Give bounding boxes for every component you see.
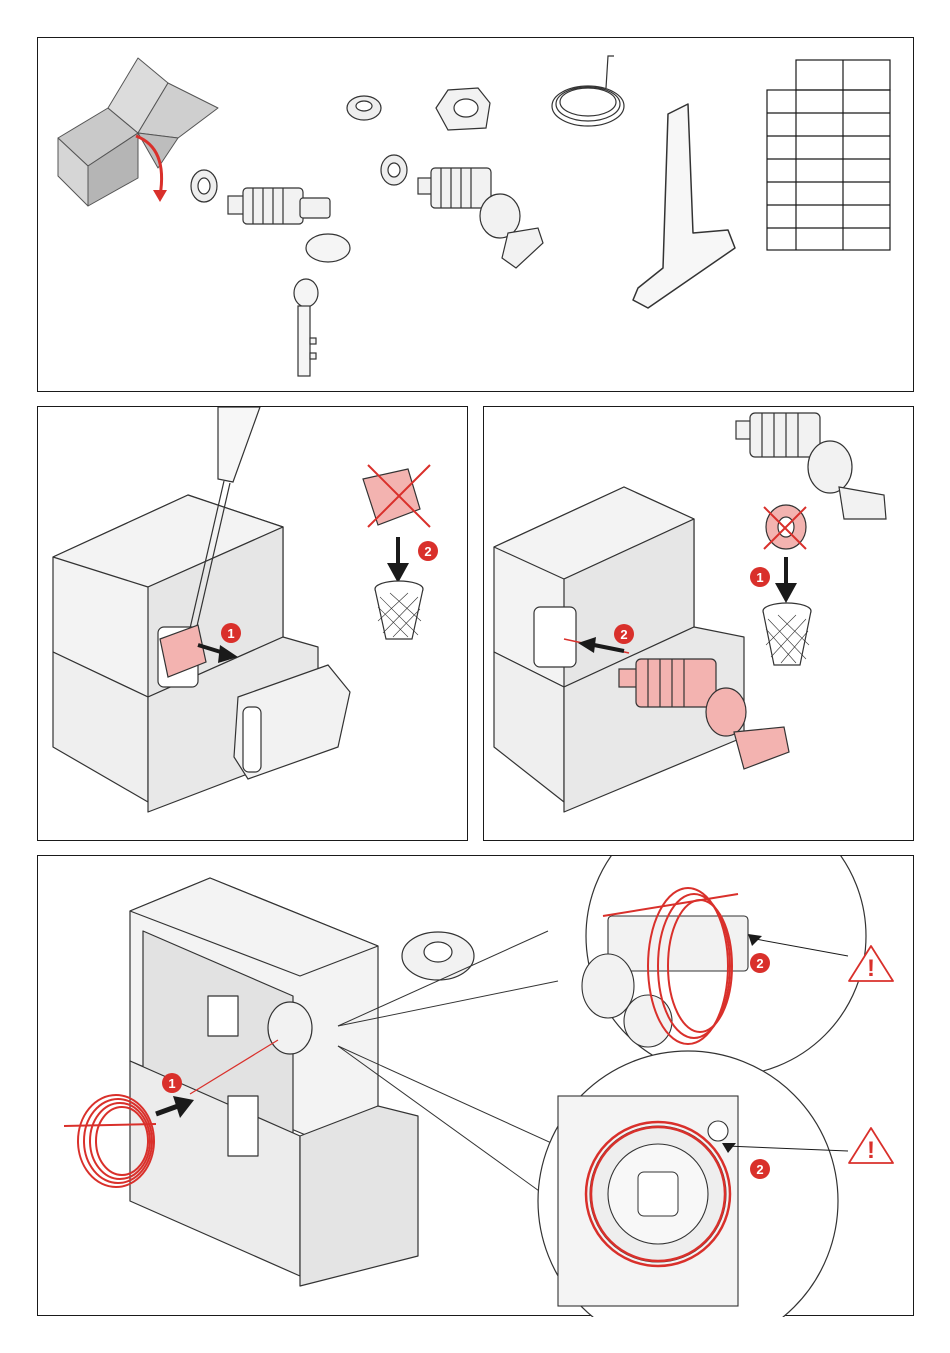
step-2-badge-bottom: 2 xyxy=(750,1159,770,1179)
key-cylinder-top xyxy=(736,413,886,519)
kit-contents-illustration xyxy=(38,38,915,393)
discarded-plug xyxy=(363,469,420,525)
svg-text:!: ! xyxy=(867,1137,875,1164)
svg-text:2: 2 xyxy=(756,956,763,971)
torsion-spring xyxy=(552,56,624,126)
spring-retainer xyxy=(436,88,490,130)
insert-cylinder-illustration: 1 2 xyxy=(484,407,915,842)
insert-cylinder-panel: 1 2 xyxy=(483,406,914,841)
lock-nut-2 xyxy=(381,155,407,185)
svg-text:!: ! xyxy=(867,955,875,982)
keys xyxy=(294,234,350,376)
small-nut xyxy=(347,96,381,120)
fit-spring-illustration: 1 2 xyxy=(38,856,915,1317)
step-2-badge: 2 xyxy=(614,624,634,644)
step-2-badge-top: 2 xyxy=(750,953,770,973)
step-1-badge: 1 xyxy=(750,567,770,587)
svg-text:1: 1 xyxy=(756,570,763,585)
trash-bin xyxy=(375,581,423,639)
key-lock-cylinder xyxy=(228,188,330,224)
key-cylinder xyxy=(418,168,543,268)
reference-table xyxy=(767,60,890,250)
step-1-badge: 1 xyxy=(162,1073,182,1093)
detail-magnifier-bottom: 2 xyxy=(538,1051,848,1317)
svg-text:1: 1 xyxy=(227,626,234,641)
remove-cover-panel: 1 2 xyxy=(37,406,468,841)
detail-magnifier-top: 2 xyxy=(582,856,866,1076)
svg-text:1: 1 xyxy=(168,1076,175,1091)
fit-spring-panel: 1 2 xyxy=(37,855,914,1316)
kit-contents-panel xyxy=(37,37,914,392)
step-2-badge: 2 xyxy=(418,541,438,561)
svg-text:2: 2 xyxy=(424,544,431,559)
t-handle-key xyxy=(633,104,735,308)
svg-text:2: 2 xyxy=(756,1162,763,1177)
trash-bin xyxy=(763,603,811,665)
svg-text:2: 2 xyxy=(620,627,627,642)
remove-cover-illustration: 1 2 xyxy=(38,407,469,842)
step-1-badge: 1 xyxy=(221,623,241,643)
lock-nut xyxy=(191,170,217,202)
warning-triangle-icon: ! xyxy=(849,1128,893,1164)
